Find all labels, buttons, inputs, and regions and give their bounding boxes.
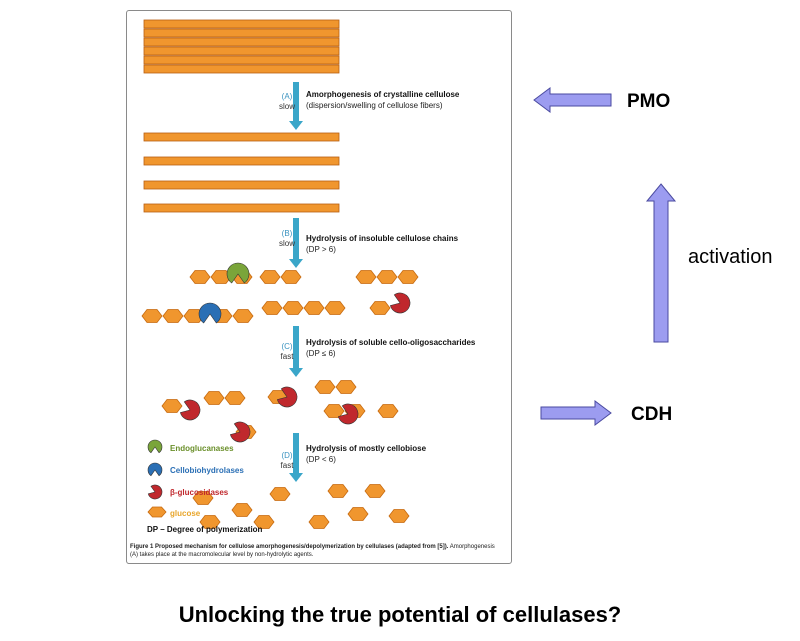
step-a-subtitle: (dispersion/swelling of cellulose fibers…: [306, 101, 443, 110]
glucose-unit: [261, 301, 283, 315]
glucose-unit: [397, 270, 419, 284]
legend-beta-glucosidase-icon: [147, 484, 163, 500]
glucose-unit: [203, 391, 225, 405]
glucose-unit: [364, 484, 386, 498]
crystalline-fiber: [143, 37, 340, 47]
glucose-unit: [282, 301, 304, 315]
glucose-unit: [231, 503, 253, 517]
legend-glucose: glucose: [170, 509, 201, 518]
glucose-unit: [369, 301, 391, 315]
cdh-label: CDH: [631, 404, 673, 425]
glucose-unit: [377, 404, 399, 418]
crystalline-fiber: [143, 55, 340, 65]
glucose-unit: [259, 270, 281, 284]
beta-glucosidase-icon: [179, 399, 201, 421]
glucose-unit: [314, 380, 336, 394]
crystalline-fiber: [143, 64, 340, 74]
glucose-unit: [232, 309, 254, 323]
step-a-speed: slow: [278, 102, 295, 111]
figure-panel: [126, 10, 512, 564]
glucose-unit: [192, 491, 214, 505]
slide-title: Unlocking the true potential of cellulas…: [178, 602, 622, 627]
crystalline-fiber: [143, 46, 340, 56]
legend-endoglucanases: Endoglucanases: [170, 444, 234, 453]
legend-dp: DP – Degree of polymerization: [147, 525, 263, 534]
beta-glucosidase-icon: [276, 386, 298, 408]
glucose-unit: [347, 507, 369, 521]
beta-glucosidase-icon: [337, 403, 359, 425]
activation-arrow: [645, 183, 677, 343]
step-c-arrow-shaft: [293, 326, 299, 369]
glucose-unit: [303, 301, 325, 315]
glucose-unit: [308, 515, 330, 529]
beta-glucosidase-icon: [229, 421, 251, 443]
glucose-unit: [253, 515, 275, 529]
step-b-speed: slow: [278, 239, 295, 248]
glucose-unit: [199, 515, 221, 529]
glucose-unit: [323, 404, 345, 418]
glucose-unit: [141, 309, 163, 323]
glucose-unit: [327, 484, 349, 498]
glucose-unit: [376, 270, 398, 284]
step-d-title: Hydrolysis of mostly cellobiose: [306, 444, 427, 453]
beta-glucosidase-icon: [389, 292, 411, 314]
step-c-label: (C): [281, 342, 293, 351]
dispersed-fiber: [143, 180, 340, 190]
step-b-label: (B): [281, 229, 293, 238]
figure-caption: Figure 1 Proposed mechanism for cellulos…: [130, 543, 504, 559]
step-d-speed: fast: [280, 461, 294, 470]
step-b-subtitle: (DP > 6): [306, 245, 336, 254]
dispersed-fiber: [143, 156, 340, 166]
step-c-speed: fast: [280, 352, 294, 361]
glucose-unit: [161, 399, 183, 413]
legend-beta-glucosidases: β-glucosidases: [170, 488, 229, 497]
step-b-arrow-shaft: [293, 218, 299, 260]
glucose-unit: [355, 270, 377, 284]
step-a-title: Amorphogenesis of crystalline cellulose: [306, 90, 460, 99]
glucose-unit: [224, 391, 246, 405]
step-d-subtitle: (DP < 6): [306, 455, 336, 464]
glucose-unit: [269, 487, 291, 501]
step-c-subtitle: (DP ≤ 6): [306, 349, 336, 358]
pmo-arrow: [533, 87, 612, 113]
step-a-arrow-shaft: [293, 82, 299, 122]
crystalline-fiber: [143, 28, 340, 38]
glucose-unit: [280, 270, 302, 284]
glucose-unit: [189, 270, 211, 284]
step-a-label: (A): [281, 92, 293, 101]
cdh-arrow: [540, 400, 612, 426]
activation-label: activation: [688, 246, 773, 268]
caption-rest: Amorphogenesis (A) takes place at the ma…: [130, 544, 495, 559]
step-c-arrow-head: [289, 368, 303, 377]
cellobiohydrolase-icon: [198, 302, 222, 324]
step-d-arrow-head: [289, 473, 303, 482]
glucose-unit: [162, 309, 184, 323]
caption-bold: Figure 1 Proposed mechanism for cellulos…: [130, 544, 449, 550]
step-b-arrow-head: [289, 259, 303, 268]
glucose-unit: [335, 380, 357, 394]
step-d-label: (D): [281, 451, 293, 460]
crystalline-fiber: [143, 19, 340, 29]
legend-cellobiohydrolase-icon: [147, 462, 163, 477]
glucose-unit: [388, 509, 410, 523]
step-c-title: Hydrolysis of soluble cello-oligosacchar…: [306, 338, 476, 347]
step-b-title: Hydrolysis of insoluble cellulose chains: [306, 234, 459, 243]
step-d-arrow-shaft: [293, 433, 299, 474]
dispersed-fiber: [143, 203, 340, 213]
legend-cellobiohydrolases: Cellobiohydrolases: [170, 466, 244, 475]
dispersed-fiber: [143, 132, 340, 142]
legend-glucose-icon: [147, 506, 167, 518]
glucose-unit: [324, 301, 346, 315]
pmo-label: PMO: [627, 91, 671, 112]
legend-endoglucanase-icon: [147, 439, 163, 454]
endoglucanase-icon: [226, 262, 250, 284]
step-a-arrow-head: [289, 121, 303, 130]
